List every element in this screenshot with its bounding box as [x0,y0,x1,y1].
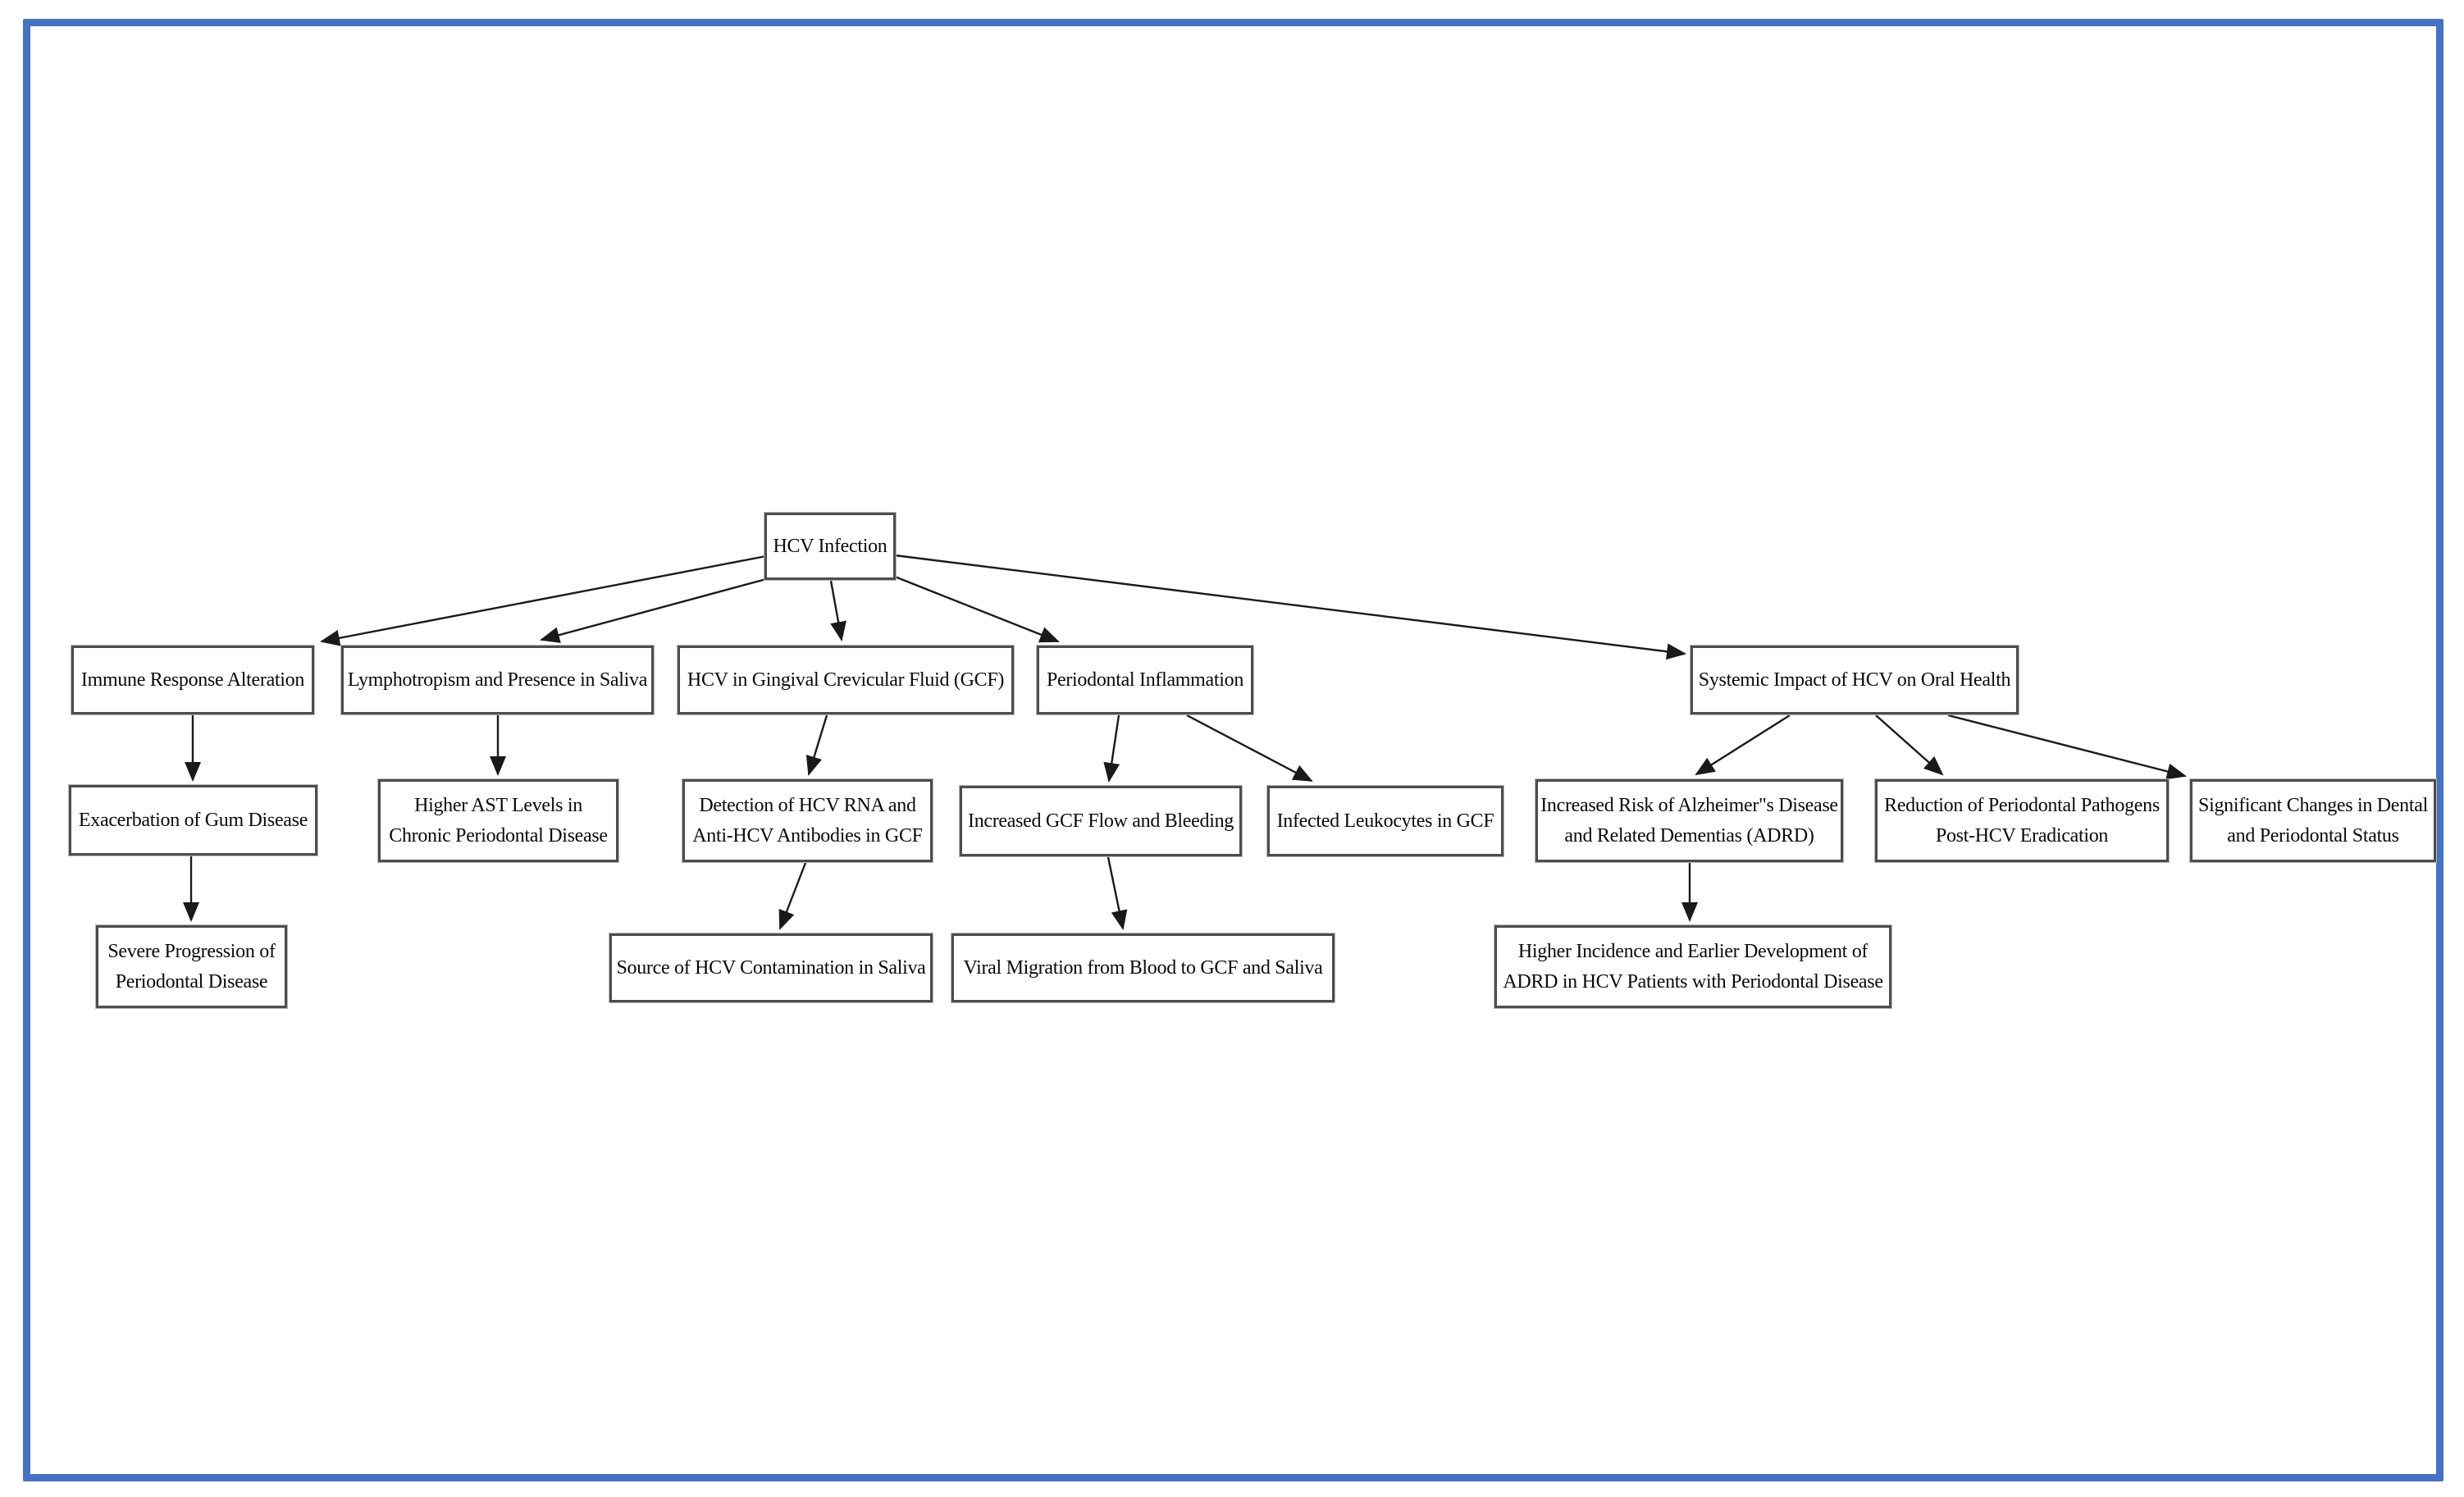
node-label: Periodontal Disease [115,970,268,993]
node-higher-incidence-adrd: Higher Incidence and Earlier Development… [1494,925,1891,1008]
node-label: Reduction of Periodontal Pathogens [1884,794,2160,816]
node-label: Increased GCF Flow and Bleeding [968,810,1234,832]
node-label: Periodontal Inflammation [1046,669,1244,691]
node-label: Detection of HCV RNA and [699,794,916,816]
outer-border-frame [23,19,2443,1481]
node-hcv-infection: HCV Infection [764,513,896,580]
node-infected-leukocytes-gcf: Infected Leukocytes in GCF [1267,786,1503,856]
node-increased-gcf-flow-bleeding: Increased GCF Flow and Bleeding [960,786,1242,856]
node-label: Anti-HCV Antibodies in GCF [692,824,923,847]
node-increased-risk-adrd: Increased Risk of Alzheimer"s Disease and… [1535,779,1843,862]
node-label: Source of HCV Contamination in Saliva [616,956,926,979]
node-label: Post-HCV Eradication [1935,824,2109,847]
node-significant-changes-dental: Significant Changes in Dental and Periodo… [2190,779,2436,862]
node-label: and Periodontal Status [2227,824,2399,847]
node-label: Higher AST Levels in [414,794,582,816]
node-periodontal-inflammation: Periodontal Inflammation [1037,646,1253,714]
node-systemic-impact-oral-health: Systemic Impact of HCV on Oral Health [1691,646,2019,714]
node-label: Increased Risk of Alzheimer"s Disease [1540,794,1838,816]
node-hcv-in-gcf: HCV in Gingival Crevicular Fluid (GCF) [678,646,1014,714]
node-label: ADRD in HCV Patients with Periodontal Di… [1503,970,1883,993]
node-label: Significant Changes in Dental [2198,794,2428,816]
node-label: Infected Leukocytes in GCF [1276,810,1494,832]
node-immune-response-alteration: Immune Response Alteration [71,646,314,714]
node-severe-progression-periodontal: Severe Progression of Periodontal Disease [96,925,287,1008]
node-label: Systemic Impact of HCV on Oral Health [1698,669,2011,691]
node-label: Lymphotropism and Presence in Saliva [347,669,648,691]
node-label: Immune Response Alteration [80,669,305,691]
node-lymphotropism-presence-saliva: Lymphotropism and Presence in Saliva [341,646,654,714]
node-higher-ast-levels: Higher AST Levels in Chronic Periodontal … [378,779,618,862]
node-label: Viral Migration from Blood to GCF and Sa… [963,956,1323,979]
node-label: Exacerbation of Gum Disease [78,809,308,831]
node-label: HCV Infection [773,535,887,557]
node-label: Severe Progression of [107,940,276,962]
node-viral-migration-blood-gcf: Viral Migration from Blood to GCF and Sa… [951,933,1335,1002]
node-label: HCV in Gingival Crevicular Fluid (GCF) [687,669,1005,691]
node-exacerbation-gum-disease: Exacerbation of Gum Disease [69,785,317,856]
node-label: and Related Dementias (ADRD) [1564,824,1814,847]
node-source-hcv-contamination: Source of HCV Contamination in Saliva [609,933,933,1002]
node-label: Chronic Periodontal Disease [389,824,608,847]
node-label: Higher Incidence and Earlier Development… [1517,940,1869,962]
